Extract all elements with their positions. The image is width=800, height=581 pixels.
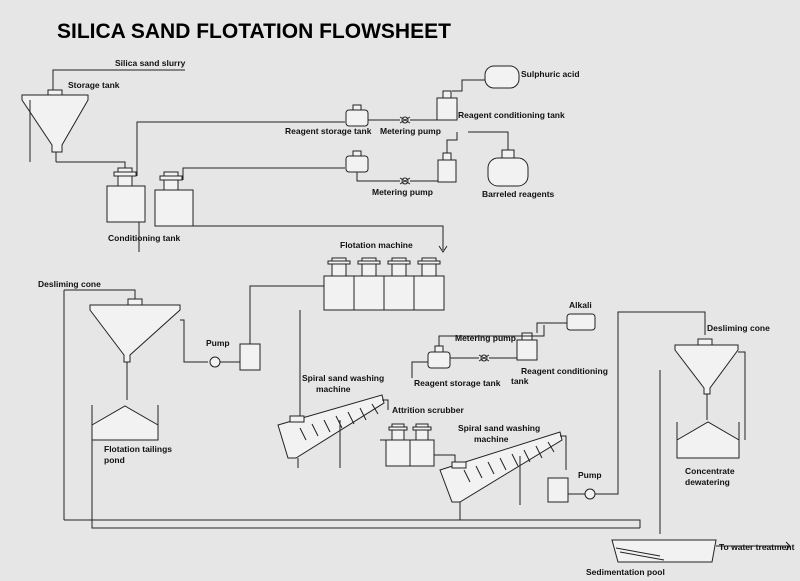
label-reagent-storage-tank-top: Reagent storage tank bbox=[285, 126, 372, 136]
pipe-into-desliming-left bbox=[64, 289, 136, 299]
label-attrition-scrubber: Attrition scrubber bbox=[392, 405, 464, 415]
conditioning-tank-1 bbox=[106, 167, 146, 223]
pipe-scrubber-out bbox=[434, 454, 456, 462]
alkali-tank bbox=[566, 313, 596, 331]
pipe-barreled-reagents bbox=[468, 131, 509, 150]
label-silica-sand-slurry: Silica sand slurry bbox=[115, 58, 186, 68]
label-spiral-1-b: machine bbox=[316, 384, 351, 394]
metering-pump-mid-icon bbox=[399, 177, 411, 185]
pipe-alkali bbox=[536, 322, 567, 333]
label-metering-pump-top: Metering pump bbox=[380, 126, 441, 136]
metering-pump-top-icon bbox=[399, 116, 411, 124]
label-desliming-cone-left: Desliming cone bbox=[38, 279, 101, 289]
reagent-storage-tank-bottom bbox=[427, 345, 451, 369]
reagent-conditioning-tank-top bbox=[436, 90, 458, 121]
pump-left bbox=[209, 343, 261, 371]
label-flotation-tailings-1: Flotation tailings bbox=[104, 444, 172, 454]
label-metering-pump-bottom: Metering pump bbox=[455, 333, 516, 343]
flotation-machine bbox=[323, 257, 445, 311]
label-reagent-conditioning-bottom-2: tank bbox=[511, 376, 529, 386]
label-reagent-conditioning-tank-top: Reagent conditioning tank bbox=[458, 110, 565, 120]
label-flotation-machine: Flotation machine bbox=[340, 240, 413, 250]
attrition-scrubber bbox=[385, 423, 435, 467]
sedimentation-pool bbox=[611, 539, 717, 563]
pipe-bottom-drain bbox=[64, 519, 641, 528]
label-pump-right: Pump bbox=[578, 470, 602, 480]
label-concentrate-dewatering-2: dewatering bbox=[685, 477, 730, 487]
label-flotation-tailings-2: pond bbox=[104, 455, 125, 465]
pipe-pond-drain bbox=[91, 440, 640, 529]
label-desliming-cone-right: Desliming cone bbox=[707, 323, 770, 333]
reagent-tank-mid bbox=[437, 152, 457, 183]
conditioning-tank-2 bbox=[154, 171, 194, 227]
spiral-sand-washing-machine-2 bbox=[439, 431, 563, 520]
label-conditioning-tank: Conditioning tank bbox=[108, 233, 181, 243]
label-reagent-storage-bottom: Reagent storage tank bbox=[414, 378, 501, 388]
label-concentrate-dewatering-1: Concentrate bbox=[685, 466, 735, 476]
label-spiral-1-a: Spiral sand washing bbox=[302, 373, 384, 383]
pipe-spiral1-out bbox=[382, 399, 389, 410]
arrow-into-flotation bbox=[438, 245, 448, 253]
pump-right bbox=[547, 477, 596, 503]
label-alkali: Alkali bbox=[569, 300, 592, 310]
label-metering-pump-mid: Metering pump bbox=[372, 187, 433, 197]
barreled-reagents-drum bbox=[487, 149, 529, 187]
spiral-sand-washing-machine-1 bbox=[277, 394, 385, 468]
storage-tank bbox=[21, 89, 89, 162]
pipe-desliming-right-overflow bbox=[738, 351, 746, 440]
pipe-reagent-to-conditioning-2 bbox=[182, 167, 345, 180]
pipe-desliming-to-pump bbox=[180, 319, 208, 363]
metering-pump-bottom-icon bbox=[478, 354, 490, 362]
label-spiral-2-a: Spiral sand washing bbox=[458, 423, 540, 433]
label-pump-left: Pump bbox=[206, 338, 230, 348]
concentrate-dewatering bbox=[676, 421, 740, 459]
desliming-cone-left bbox=[89, 298, 181, 363]
pipe-flotation-to-pump bbox=[249, 285, 324, 344]
pipe-metering-mid bbox=[356, 172, 440, 182]
flotation-tailings-pond bbox=[91, 405, 159, 441]
pipe-reagent-storage-bottom bbox=[411, 325, 545, 378]
slurry-feed-line bbox=[52, 69, 185, 90]
pipe-mid-reagent bbox=[446, 132, 458, 153]
diagram-title: SILICA SAND FLOTATION FLOWSHEET bbox=[57, 20, 451, 43]
label-sedimentation-pool: Sedimentation pool bbox=[586, 567, 665, 577]
sulphuric-acid-tank bbox=[484, 65, 520, 89]
label-to-water-treatment: To water treatment bbox=[719, 542, 795, 552]
pipe-sulphuric-acid bbox=[452, 79, 485, 92]
pipe-pump-to-desliming-right bbox=[568, 311, 706, 495]
desliming-cone-right bbox=[674, 338, 739, 395]
label-reagent-conditioning-bottom-1: Reagent conditioning bbox=[521, 366, 608, 376]
label-storage-tank: Storage tank bbox=[68, 80, 120, 90]
reagent-conditioning-tank-bottom bbox=[516, 332, 538, 361]
label-sulphuric-acid: Sulphuric acid bbox=[521, 69, 580, 79]
label-spiral-2-b: machine bbox=[474, 434, 509, 444]
reagent-storage-tank-mid bbox=[345, 150, 369, 173]
pipe-reagent-to-conditioning-1 bbox=[136, 121, 345, 176]
reagent-storage-tank-top bbox=[345, 104, 369, 127]
arrow-to-water-treatment bbox=[716, 541, 791, 551]
pipe-conditioning-to-flotation bbox=[190, 225, 444, 250]
pipe-spiral2-out bbox=[560, 435, 567, 470]
label-barreled-reagents: Barreled reagents bbox=[482, 189, 555, 199]
